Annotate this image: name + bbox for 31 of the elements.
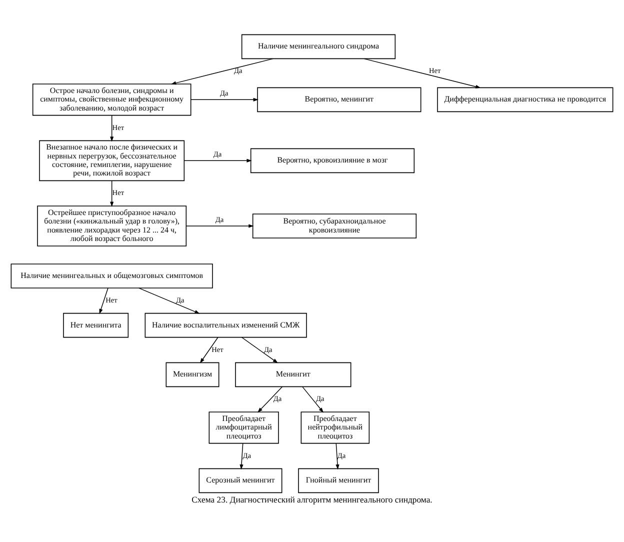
edge-label: Нет bbox=[112, 188, 124, 198]
arrow bbox=[186, 224, 254, 228]
edge-label: Нет bbox=[112, 122, 124, 132]
arrow bbox=[170, 58, 274, 85]
arrow bbox=[363, 58, 481, 88]
edge-label: Нет bbox=[106, 296, 118, 305]
edge-label: Нет bbox=[212, 344, 224, 354]
arrow bbox=[258, 386, 283, 413]
edge-label: Нет bbox=[428, 66, 441, 76]
edge-label: Да bbox=[234, 66, 242, 76]
edge-label: Да bbox=[273, 394, 282, 404]
arrow bbox=[138, 288, 200, 314]
edge-label: Да bbox=[215, 214, 224, 224]
arrow bbox=[190, 98, 258, 102]
arrow bbox=[110, 115, 114, 142]
arrow bbox=[241, 337, 278, 364]
arrow bbox=[200, 337, 218, 364]
edge-label: Да bbox=[213, 150, 222, 159]
arrow bbox=[336, 443, 340, 470]
edge-label: Да bbox=[176, 296, 184, 305]
edge-label: Да bbox=[242, 450, 251, 460]
arrow bbox=[99, 288, 108, 314]
edge-label: Да bbox=[220, 88, 228, 98]
caption: Схема 23. Диагностический алгоритм менингеального синдрома. bbox=[192, 494, 432, 504]
arrow bbox=[184, 158, 252, 162]
edge-label: Да bbox=[264, 344, 272, 354]
arrow bbox=[240, 443, 244, 470]
arrow bbox=[302, 386, 324, 413]
edge-label: Да bbox=[316, 394, 324, 404]
arrow bbox=[110, 180, 114, 207]
edge-label: Да bbox=[337, 450, 346, 460]
